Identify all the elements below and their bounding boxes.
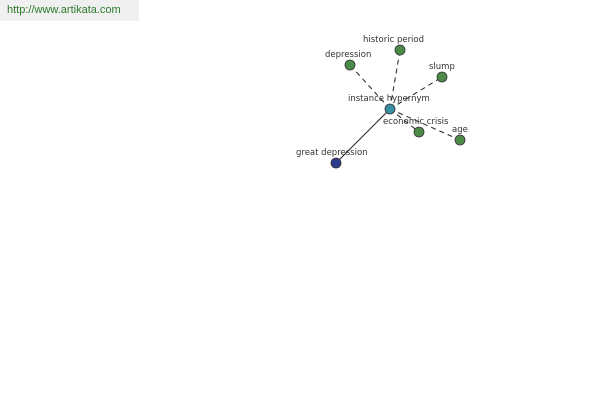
watermark-url[interactable]: http://www.artikata.com (0, 0, 139, 21)
node-historic-period[interactable] (394, 44, 406, 56)
node-label-historic-period[interactable]: historic period (363, 35, 424, 45)
labels-layer: historic period depression slump economic c… (296, 35, 468, 158)
edges-layer (335, 49, 461, 164)
node-depression[interactable] (344, 59, 356, 71)
edge-center-to-economic-crisis (389, 108, 420, 133)
edge-center-to-age (389, 108, 461, 141)
node-age[interactable] (454, 134, 466, 146)
node-label-depression[interactable]: depression (325, 50, 371, 60)
node-slump[interactable] (436, 71, 448, 83)
node-label-great-depression[interactable]: great depression (296, 148, 368, 158)
node-great-depression[interactable] (330, 157, 342, 169)
node-center[interactable] (384, 103, 396, 115)
edge-center-to-slump (389, 76, 443, 110)
node-label-economic-crisis[interactable]: economic crisis (383, 117, 449, 127)
edge-center-to-depression (349, 64, 391, 110)
node-economic-crisis[interactable] (413, 126, 425, 138)
nodes-layer (330, 44, 466, 169)
node-label-slump[interactable]: slump (429, 62, 455, 72)
node-label-age[interactable]: age (452, 125, 468, 135)
edge-center-to-historic-period (389, 49, 401, 110)
node-label-center[interactable]: instance hypernym (348, 94, 430, 104)
edge-center-to-great-depression (335, 108, 391, 164)
